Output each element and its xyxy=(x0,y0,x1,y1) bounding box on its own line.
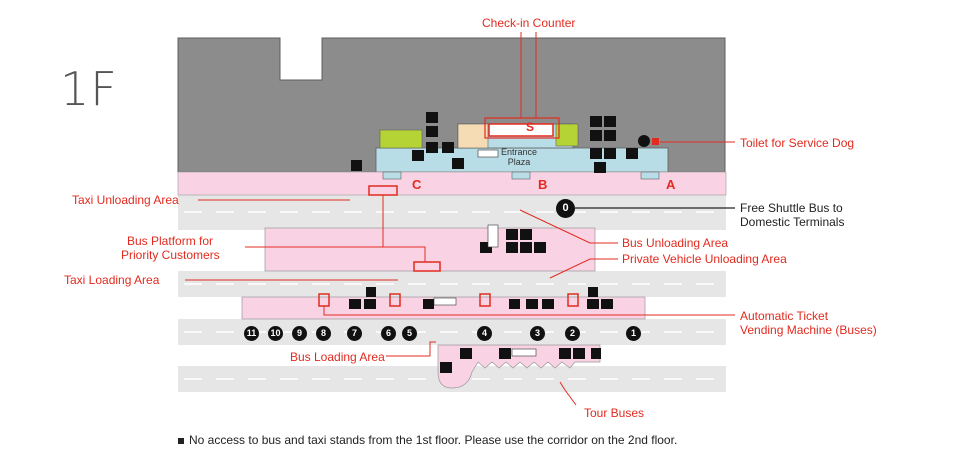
label-toilet-service-dog: Toilet for Service Dog xyxy=(740,136,855,150)
counter-s-label: S xyxy=(526,120,535,134)
facility-icons xyxy=(349,112,659,373)
label-bus-priority-2: Priority Customers xyxy=(121,248,220,262)
label-free-shuttle-2: Domestic Terminals xyxy=(740,215,845,229)
label-ticket-machine-2: Vending Machine (Buses) xyxy=(740,323,877,337)
label-private-vehicle-unloading: Private Vehicle Unloading Area xyxy=(622,252,787,266)
label-check-in-counter: Check-in Counter xyxy=(482,16,576,30)
floor-label: 1F xyxy=(60,62,118,116)
shuttle-stop-0: 0 xyxy=(556,199,575,218)
label-taxi-loading: Taxi Loading Area xyxy=(64,273,160,287)
entrance-b: B xyxy=(538,177,548,192)
bus-stop-2: 2 xyxy=(565,326,580,341)
label-ticket-machine-1: Automatic Ticket xyxy=(740,309,829,323)
bus-stop-10: 10 xyxy=(268,326,283,341)
bus-stop-7: 7 xyxy=(347,326,362,341)
label-free-shuttle-1: Free Shuttle Bus to xyxy=(740,201,843,215)
footnote: No access to bus and taxi stands from th… xyxy=(178,433,677,447)
bus-stop-11: 11 xyxy=(244,326,259,341)
bus-stop-8: 8 xyxy=(316,326,331,341)
entrance-c: C xyxy=(412,177,422,192)
label-bus-unloading: Bus Unloading Area xyxy=(622,236,729,250)
label-tour-buses: Tour Buses xyxy=(584,406,645,420)
bus-stop-4: 4 xyxy=(477,326,492,341)
entrance-a: A xyxy=(666,177,676,192)
bus-stop-5: 5 xyxy=(402,326,417,341)
bus-stop-1: 1 xyxy=(626,326,641,341)
curbside-sidewalk xyxy=(177,171,727,196)
bus-stop-9: 9 xyxy=(292,326,307,341)
bus-stop-6: 6 xyxy=(381,326,396,341)
entrance-plaza-label: Entrance Plaza xyxy=(500,147,538,167)
label-taxi-unloading: Taxi Unloading Area xyxy=(72,193,179,207)
bullet-icon xyxy=(178,437,184,444)
bus-stop-3: 3 xyxy=(530,326,545,341)
label-bus-loading: Bus Loading Area xyxy=(290,350,385,364)
label-bus-priority-1: Bus Platform for xyxy=(127,234,214,248)
